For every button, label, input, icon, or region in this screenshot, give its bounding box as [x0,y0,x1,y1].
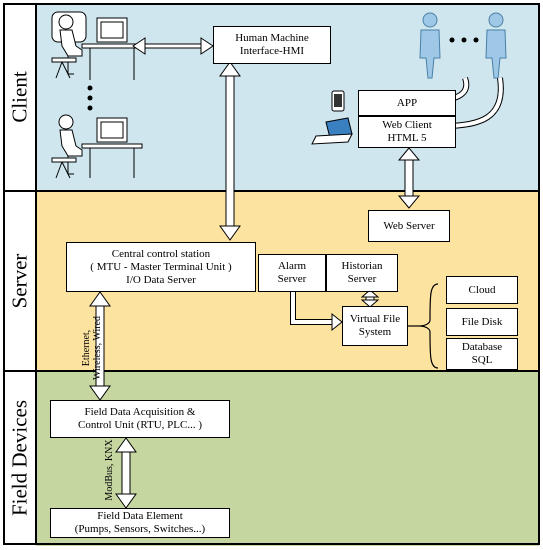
hmi-central-arrow [219,61,241,241]
central-rtu-arrow [89,291,111,401]
hmi-label: Human Machine Interface-HMI [235,32,309,57]
storage-bracket [419,283,439,369]
web-server-box: Web Server [368,210,450,242]
smartphone-icon [331,90,345,112]
alarm-server-box: Alarm Server [258,254,326,292]
fieldbus-link-label: ModBus, KNX [104,435,118,505]
outer-border [3,3,540,545]
operator-workstation-icon [51,11,143,80]
database-label: Database SQL [461,341,503,366]
field-data-element-label: Field Data Element (Pumps, Sensors, Swit… [74,510,206,535]
webclient-webserver-arrow [397,147,421,209]
database-box: Database SQL [446,338,518,370]
cloud-box: Cloud [446,276,518,304]
app-label: APP [396,96,418,109]
historian-vfs-arrow [360,289,380,308]
workstation-hmi-arrow [132,37,214,55]
historian-server-label: Historian Server [341,260,383,285]
network-link-label: Ethernet, Wireless, Wired [77,308,107,388]
file-disk-label: File Disk [461,315,503,328]
virtual-file-system-label: Virtual File System [349,313,401,338]
file-disk-box: File Disk [446,308,518,336]
rtu-element-arrow [115,437,137,509]
alarm-vfs-arrow [290,292,343,332]
fieldbus-link-text: ModBus, KNX [104,439,115,501]
hmi-box: Human Machine Interface-HMI [213,26,331,64]
field-side-label: Field Devices [4,370,36,544]
app-box: APP [358,90,456,116]
rtu-label: Field Data Acquisition & Control Unit (R… [77,406,202,431]
alarm-server-label: Alarm Server [277,260,307,285]
web-server-label: Web Server [383,219,435,232]
rtu-box: Field Data Acquisition & Control Unit (R… [50,400,230,438]
virtual-file-system-box: Virtual File System [342,306,408,346]
field-data-element-box: Field Data Element (Pumps, Sensors, Swit… [50,508,230,538]
historian-server-box: Historian Server [326,254,398,292]
user-person-icon-2 [485,12,507,79]
web-client-label: Web Client HTML 5 [382,119,432,144]
network-link-text: Ethernet, Wireless, Wired [81,316,103,380]
operator-workstation-icon-2 [51,114,143,179]
user-person-icon [419,12,441,79]
laptop-icon [311,117,353,145]
cloud-label: Cloud [468,283,496,296]
central-control-station-box: Central control station ( MTU - Master T… [66,242,256,292]
server-side-label: Server [4,190,36,370]
web-client-box: Web Client HTML 5 [358,116,456,148]
central-control-station-label: Central control station ( MTU - Master T… [90,247,232,286]
